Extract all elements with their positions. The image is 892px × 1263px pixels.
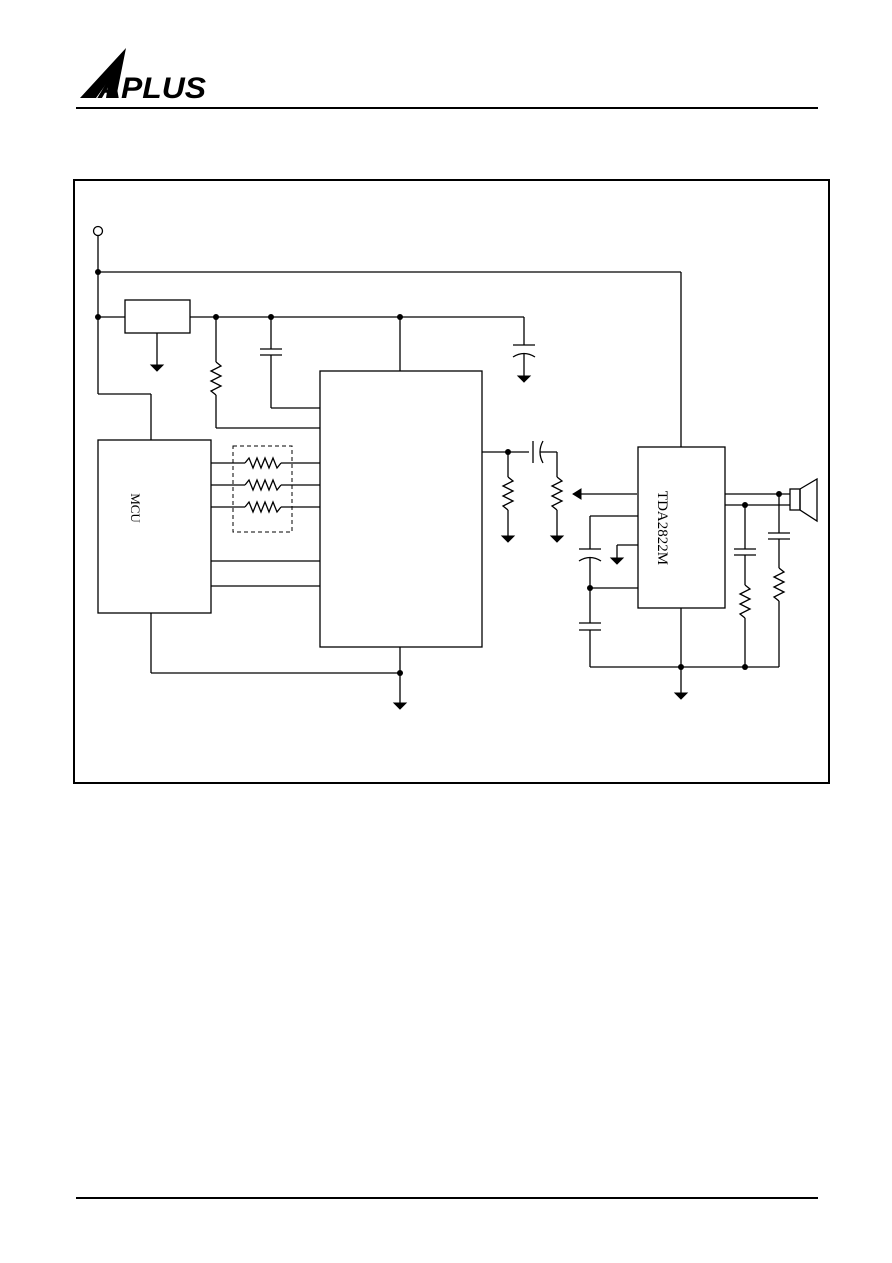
ground-symbol-filter-cap bbox=[516, 375, 532, 383]
junction-dot bbox=[776, 491, 782, 497]
amplifier-label: TDA2822M bbox=[654, 491, 670, 565]
footer-rule bbox=[76, 1197, 818, 1199]
load-resistor bbox=[501, 476, 515, 511]
junction-dot bbox=[742, 664, 748, 670]
schematic-frame bbox=[73, 179, 830, 784]
junction-dot bbox=[742, 502, 748, 508]
wiper-arrow bbox=[572, 488, 582, 500]
junction-dot bbox=[268, 314, 274, 320]
zobel-resistor-1 bbox=[738, 584, 752, 619]
ground-symbol-amp-pin bbox=[609, 557, 625, 565]
series-resistor-2 bbox=[244, 478, 282, 492]
voice-ic bbox=[319, 370, 483, 648]
zobel-resistor-2 bbox=[772, 567, 786, 602]
volume-potentiometer bbox=[550, 476, 564, 511]
ground-symbol-regulator bbox=[149, 364, 165, 372]
junction-dot bbox=[213, 314, 219, 320]
speaker-cone bbox=[799, 477, 818, 523]
header-rule bbox=[76, 107, 818, 109]
junction-dot bbox=[678, 664, 684, 670]
junction-dot bbox=[505, 449, 511, 455]
series-resistor-3 bbox=[244, 500, 282, 514]
aplus-logo: APLUS bbox=[80, 48, 206, 104]
mcu-chip bbox=[97, 439, 212, 614]
vcc-terminal bbox=[92, 225, 104, 237]
junction-dot bbox=[397, 670, 403, 676]
voltage-regulator bbox=[124, 299, 191, 334]
pullup-resistor bbox=[209, 361, 223, 396]
ground-symbol-main bbox=[392, 702, 408, 710]
resistor-network-outline bbox=[232, 445, 293, 533]
speaker-coil bbox=[789, 488, 801, 511]
junction-dot bbox=[95, 314, 101, 320]
amplifier-chip bbox=[637, 446, 726, 609]
logo-triangle-mark bbox=[80, 48, 126, 98]
ground-symbol-amp bbox=[673, 692, 689, 700]
ground-symbol-pot bbox=[549, 535, 565, 543]
series-resistor-1 bbox=[244, 456, 282, 470]
junction-dot bbox=[397, 314, 403, 320]
logo-text: APLUS bbox=[97, 72, 206, 104]
junction-dot bbox=[587, 585, 593, 591]
junction-dot bbox=[95, 269, 101, 275]
mcu-label: MCU bbox=[128, 493, 143, 523]
ground-symbol-load bbox=[500, 535, 516, 543]
